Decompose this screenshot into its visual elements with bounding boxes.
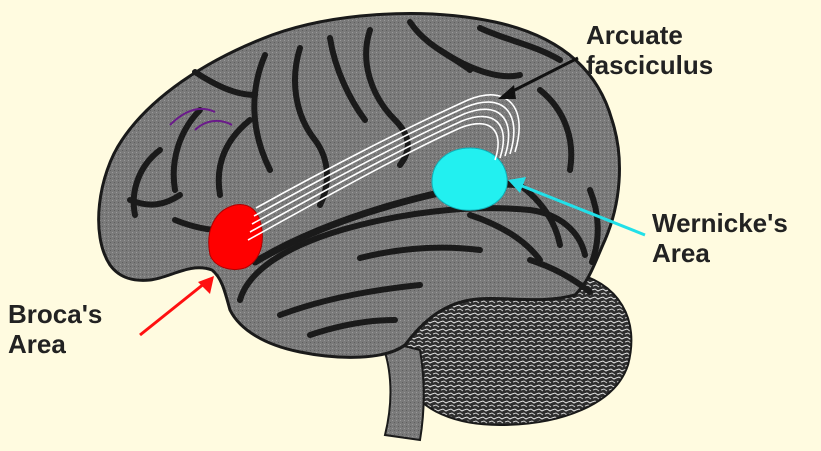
broca-label-line1: Broca's bbox=[8, 299, 102, 329]
broca-pointer-arrow bbox=[140, 276, 214, 335]
arcuate-fasciculus-label: Arcuate fasciculus bbox=[586, 20, 713, 80]
wernicke-label-line1: Wernicke's bbox=[652, 208, 788, 238]
brain-stem bbox=[380, 340, 424, 440]
broca-area-label: Broca's Area bbox=[8, 299, 102, 359]
wernicke-area-label: Wernicke's Area bbox=[652, 208, 788, 268]
wernicke-label-line2: Area bbox=[652, 238, 788, 268]
arcuate-label-line2: fasciculus bbox=[586, 50, 713, 80]
arcuate-label-line1: Arcuate bbox=[586, 20, 713, 50]
broca-label-line2: Area bbox=[8, 329, 102, 359]
